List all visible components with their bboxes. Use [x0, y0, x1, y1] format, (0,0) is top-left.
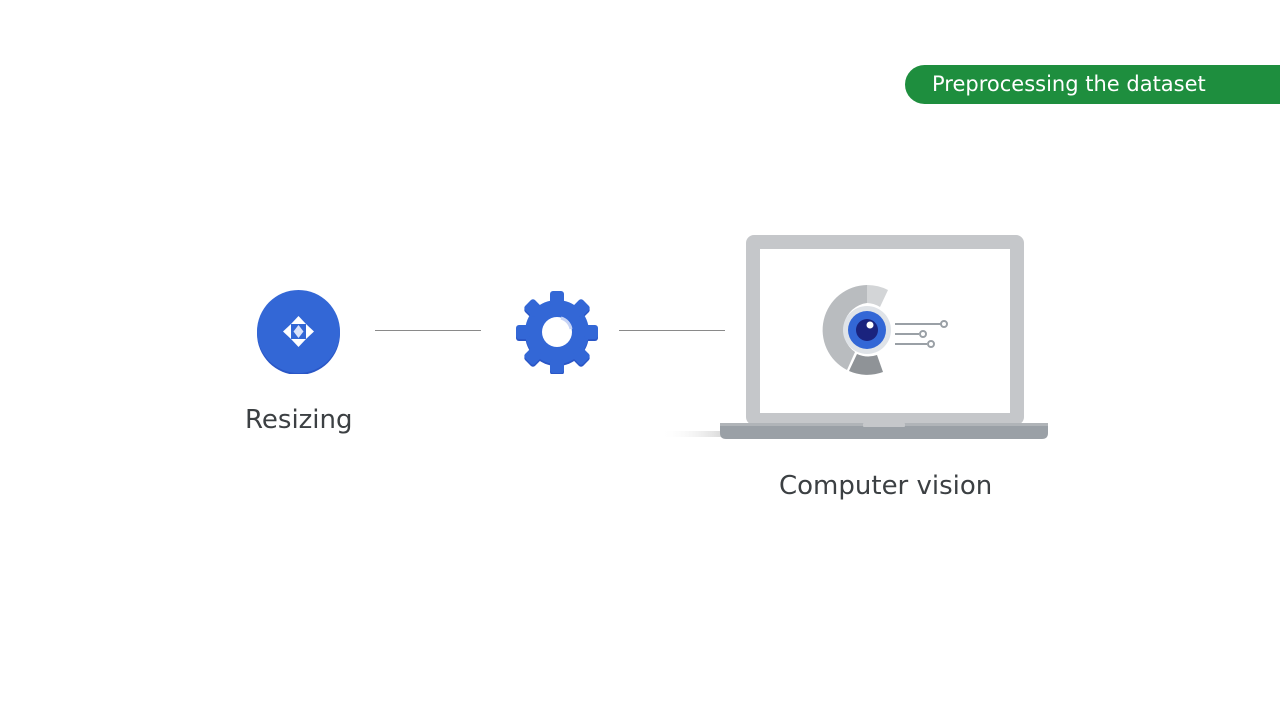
connector-line	[375, 330, 481, 331]
resize-arrows-icon	[257, 290, 340, 374]
step-label-resizing: Resizing	[245, 405, 353, 435]
step-label-computer-vision: Computer vision	[779, 471, 993, 501]
gear-icon	[516, 291, 598, 374]
laptop-eye-icon	[660, 235, 1048, 439]
section-badge: Preprocessing the dataset	[905, 65, 1280, 104]
connector-line	[619, 330, 725, 331]
